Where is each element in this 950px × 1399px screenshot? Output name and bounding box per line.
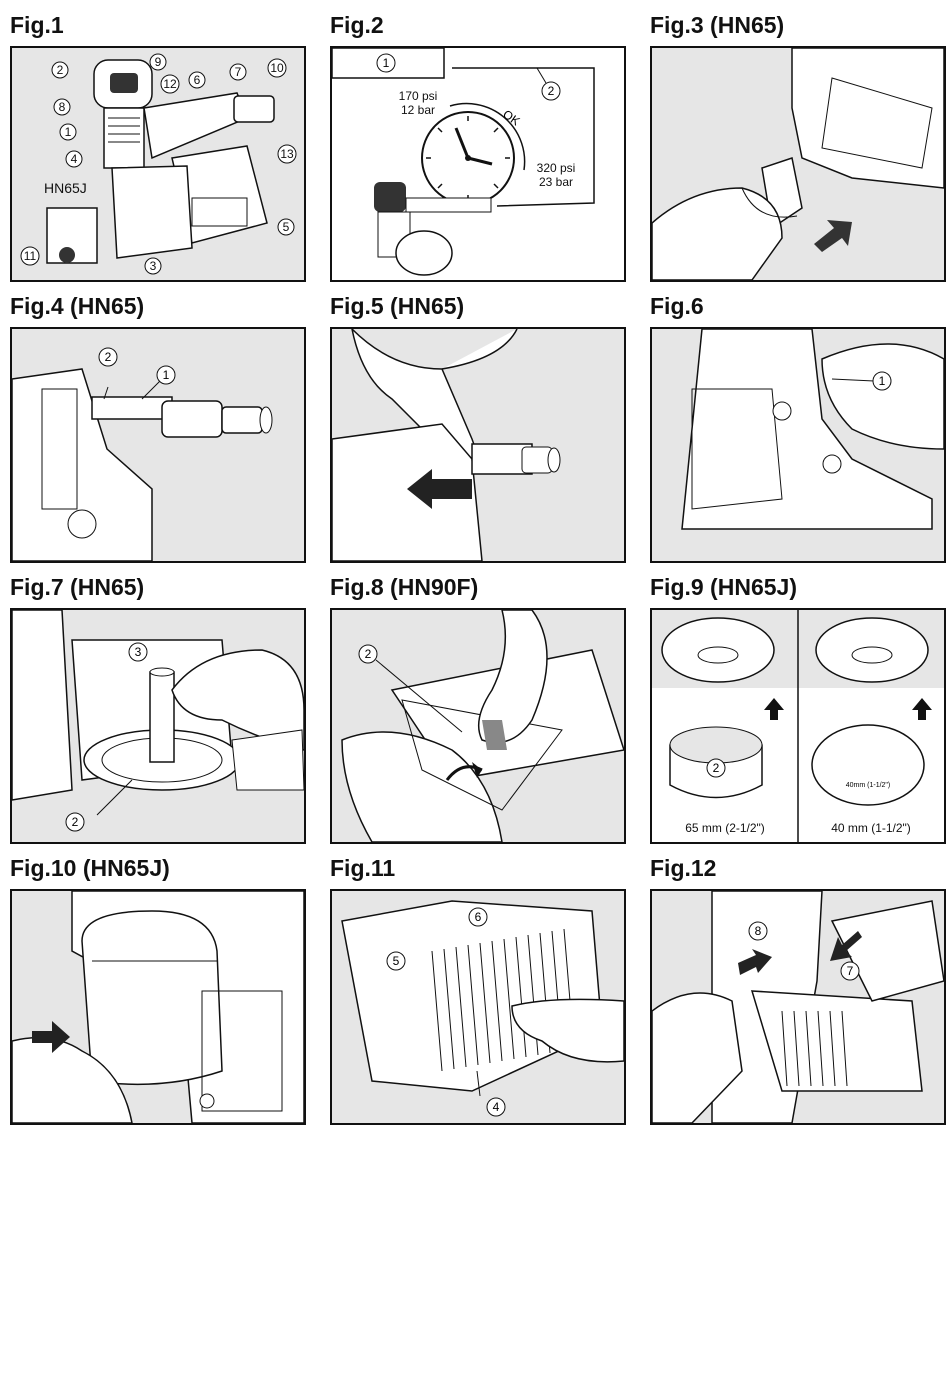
- magazine-plate-illustration: 3 2: [12, 610, 304, 832]
- figure-title: Fig.6: [650, 293, 704, 319]
- callout-7: 7: [235, 65, 242, 79]
- figure-title: Fig.9 (HN65J): [650, 574, 797, 600]
- callout-3: 3: [135, 645, 142, 659]
- callout-1: 1: [383, 56, 390, 70]
- push-sleeve-illustration: [332, 329, 561, 561]
- plate-mark: 40mm (1-1/2"): [846, 782, 891, 789]
- figure-panel: 2 9 6 7 10 12 8 1 4 13 5 11 3 HN65J: [10, 46, 306, 282]
- callout-1: 1: [65, 125, 72, 139]
- callout-12: 12: [163, 77, 177, 91]
- callout-8: 8: [59, 100, 66, 114]
- magazine-side-push-illustration: [12, 891, 304, 1123]
- callout-2: 2: [105, 350, 112, 364]
- figure-title: Fig.12: [650, 855, 717, 881]
- figure-title: Fig.7 (HN65): [10, 574, 145, 600]
- figure-panel: 8 7: [650, 889, 946, 1125]
- figure-panel: 2 40mm (1-1/2") 65 mm (2-1/2") 40 mm (1-…: [650, 608, 946, 844]
- max-psi: 320 psi: [537, 161, 576, 175]
- figure-panel: 1 2 OK 170 psi 12 bar 320 psi 23 bar: [330, 46, 626, 282]
- adjuster-illustration: 1: [681, 329, 944, 530]
- callout-4: 4: [71, 152, 78, 166]
- figure-title: Fig.3 (HN65): [650, 12, 785, 38]
- push-right-arrow-icon: [32, 1021, 70, 1053]
- figure-panel: 3 2: [10, 608, 306, 844]
- min-bar: 12 bar: [401, 103, 435, 117]
- up-arrow-icon: [912, 698, 932, 720]
- callout-2: 2: [57, 63, 64, 77]
- callout-1: 1: [879, 374, 886, 388]
- min-psi: 170 psi: [399, 89, 438, 103]
- figure-title: Fig.8 (HN90F): [330, 574, 479, 600]
- callout-2: 2: [713, 761, 720, 775]
- callout-6: 6: [194, 73, 201, 87]
- figure-title: Fig.1: [10, 12, 64, 38]
- callout-2: 2: [365, 647, 372, 661]
- disconnect-hose-illustration: [652, 48, 944, 280]
- figure-panel: 1: [650, 327, 946, 563]
- callout-5: 5: [393, 954, 400, 968]
- callout-3: 3: [150, 259, 157, 273]
- close-cover-illustration: 8 7: [652, 891, 944, 1123]
- open-magazine-illustration: 2: [341, 610, 624, 842]
- callout-2: 2: [72, 815, 79, 829]
- nail-plate-positions-illustration: 2 40mm (1-1/2") 65 mm (2-1/2") 40 mm (1-…: [652, 610, 944, 842]
- figure-panel: 2: [330, 608, 626, 844]
- ok-label: OK: [500, 107, 522, 128]
- callout-13: 13: [280, 147, 294, 161]
- figure-title: Fig.10 (HN65J): [10, 855, 170, 881]
- figure-panel: [10, 889, 306, 1125]
- pressure-gauge-illustration: 1 2 OK 170 psi 12 bar 320 psi 23 bar: [332, 48, 595, 276]
- callout-5: 5: [283, 220, 290, 234]
- callout-9: 9: [155, 55, 162, 69]
- callout-4: 4: [493, 1100, 500, 1114]
- air-fitting-illustration: 2 1: [12, 347, 273, 561]
- close-arrow-icon: [830, 931, 862, 961]
- figure-panel: [330, 327, 626, 563]
- callout-8: 8: [755, 924, 762, 938]
- pull-arrow-icon: [814, 220, 852, 252]
- figure-panel: [650, 46, 946, 282]
- callout-2: 2: [548, 84, 555, 98]
- callout-11: 11: [24, 249, 37, 263]
- figure-title: Fig.11: [330, 855, 396, 881]
- callout-6: 6: [475, 910, 482, 924]
- callout-1: 1: [163, 368, 170, 382]
- right-size-label: 40 mm (1-1/2"): [831, 821, 911, 835]
- slide-left-arrow-icon: [407, 469, 472, 509]
- nailer-parts-illustration: 2 9 6 7 10 12 8 1 4 13 5 11 3 HN65J: [20, 53, 297, 275]
- empty-page-area: [0, 1140, 950, 1399]
- figure-title: Fig.2: [330, 12, 384, 38]
- figure-title: Fig.4 (HN65): [10, 293, 145, 319]
- callout-10: 10: [270, 61, 284, 75]
- load-nail-coil-illustration: 5 6 4: [341, 900, 624, 1117]
- callout-7: 7: [847, 964, 854, 978]
- figure-panel: 5 6 4: [330, 889, 626, 1125]
- figure-title: Fig.5 (HN65): [330, 293, 465, 319]
- model-label: HN65J: [44, 180, 87, 196]
- up-arrow-icon: [764, 698, 784, 720]
- figure-panel: 2 1: [10, 327, 306, 563]
- left-size-label: 65 mm (2-1/2"): [685, 821, 765, 835]
- max-bar: 23 bar: [539, 175, 573, 189]
- rotate-arrow-icon: [738, 949, 772, 975]
